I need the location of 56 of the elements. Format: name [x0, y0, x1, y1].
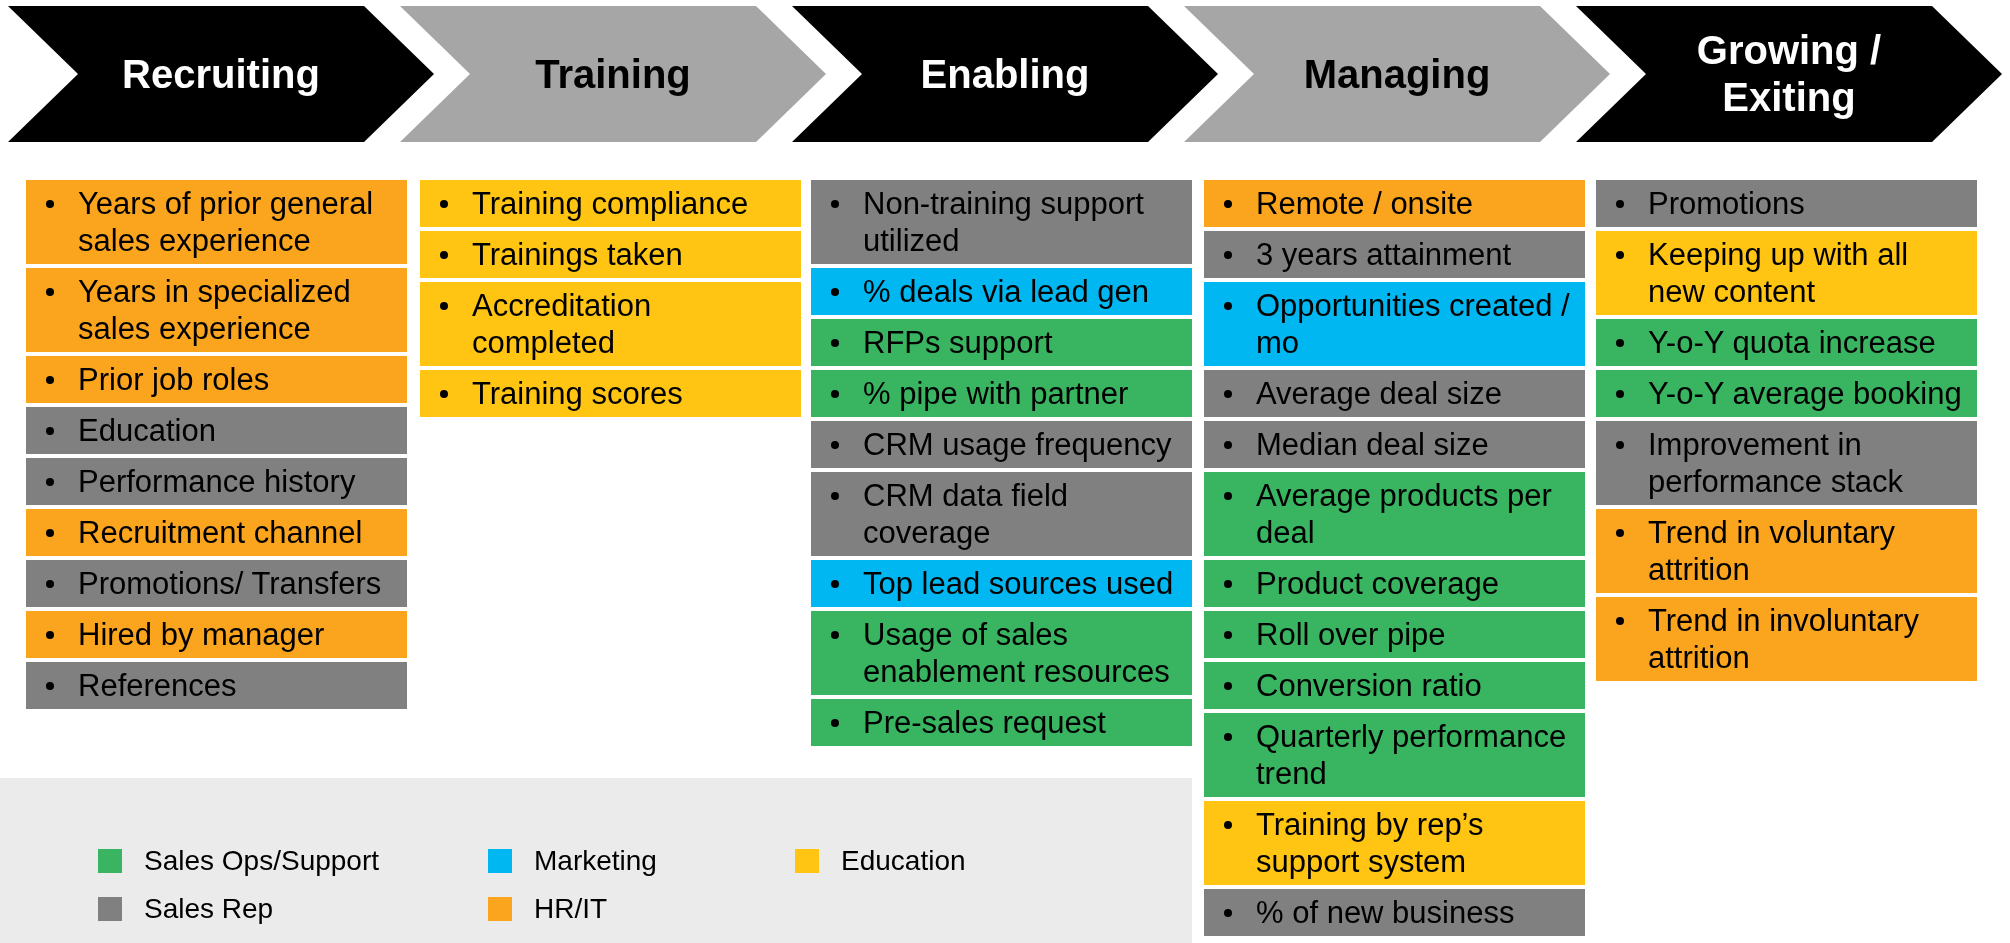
- metric-item: Performance history: [26, 458, 407, 505]
- metric-item: Prior job roles: [26, 356, 407, 403]
- metric-item: Trainings taken: [420, 231, 801, 278]
- legend-label: Sales Ops/Support: [144, 845, 380, 877]
- legend-label: Education: [841, 845, 966, 877]
- stage-title: Managing: [1303, 50, 1491, 98]
- legend-label: Marketing: [534, 845, 657, 877]
- metric-item: Keeping up with all new content: [1596, 231, 1977, 315]
- legend-label: Sales Rep: [144, 893, 274, 925]
- metric-item: Opportunities created / mo: [1204, 282, 1585, 366]
- metric-item: Hired by manager: [26, 611, 407, 658]
- stage-title: Growing / Exiting: [1695, 27, 1883, 121]
- metric-item: Roll over pipe: [1204, 611, 1585, 658]
- metric-item: Promotions: [1596, 180, 1977, 227]
- metric-item: Average deal size: [1204, 370, 1585, 417]
- stage-title: Training: [535, 50, 691, 98]
- metric-item: Education: [26, 407, 407, 454]
- stage-title: Enabling: [920, 50, 1090, 98]
- metric-item: CRM usage frequency: [811, 421, 1192, 468]
- stage-banner: [8, 6, 434, 142]
- metric-item: Training scores: [420, 370, 801, 417]
- metric-item: Y-o-Y average booking: [1596, 370, 1977, 417]
- metric-item: Usage of sales enablement resources: [811, 611, 1192, 695]
- metric-item: Improvement in performance stack: [1596, 421, 1977, 505]
- metric-item: % pipe with partner: [811, 370, 1192, 417]
- metric-item: Training compliance: [420, 180, 801, 227]
- metric-item: Training by rep’s support system: [1204, 801, 1585, 885]
- metric-item: Median deal size: [1204, 421, 1585, 468]
- metric-item: % deals via lead gen: [811, 268, 1192, 315]
- metric-item: 3 years attainment: [1204, 231, 1585, 278]
- stage-title: Recruiting: [122, 50, 320, 98]
- metric-item: CRM data field coverage: [811, 472, 1192, 556]
- stage-banner: [1184, 6, 1610, 142]
- metric-item: Years in specialized sales experience: [26, 268, 407, 352]
- metric-item: % of new business: [1204, 889, 1585, 936]
- legend-label: HR/IT: [534, 893, 608, 925]
- metric-item: References: [26, 662, 407, 709]
- stage-banner: [1576, 6, 2002, 142]
- metric-item: Quarterly performance trend: [1204, 713, 1585, 797]
- metric-item: Accreditation completed: [420, 282, 801, 366]
- metric-item: Trend in involuntary attrition: [1596, 597, 1977, 681]
- metric-item: Conversion ratio: [1204, 662, 1585, 709]
- metric-item: Product coverage: [1204, 560, 1585, 607]
- metric-item: Recruitment channel: [26, 509, 407, 556]
- metric-item: Trend in voluntary attrition: [1596, 509, 1977, 593]
- stage-banner: [792, 6, 1218, 142]
- metric-item: Years of prior general sales experience: [26, 180, 407, 264]
- metric-item: Promotions/ Transfers: [26, 560, 407, 607]
- metric-item: Pre-sales request: [811, 699, 1192, 746]
- metric-item: Non-training support utilized: [811, 180, 1192, 264]
- metric-item: Average products per deal: [1204, 472, 1585, 556]
- metric-item: Top lead sources used: [811, 560, 1192, 607]
- metric-item: Remote / onsite: [1204, 180, 1585, 227]
- metric-item: Y-o-Y quota increase: [1596, 319, 1977, 366]
- metric-item: RFPs support: [811, 319, 1192, 366]
- stage-banner: [400, 6, 826, 142]
